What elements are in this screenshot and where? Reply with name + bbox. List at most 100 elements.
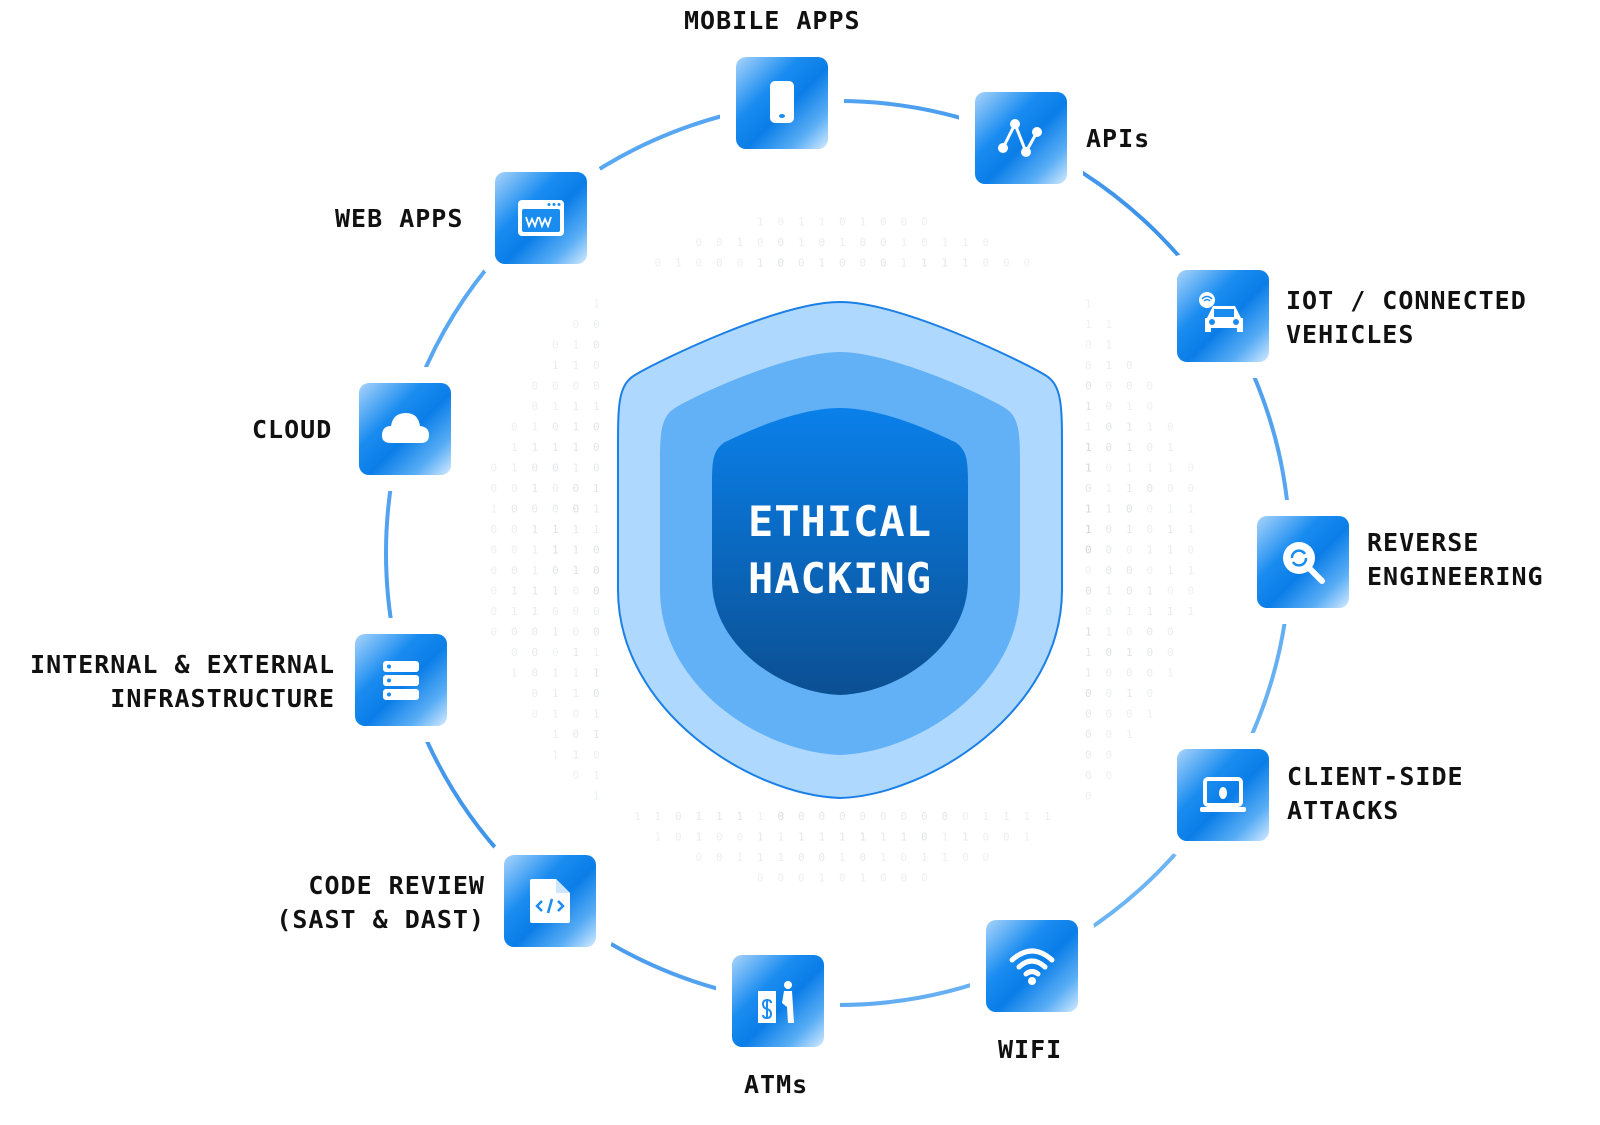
binary-digit: 0 (1147, 441, 1154, 454)
binary-digit: 0 (593, 585, 600, 598)
binary-digit: 1 (1085, 503, 1092, 516)
binary-digit: 0 (573, 482, 580, 495)
binary-digit: 0 (1085, 728, 1092, 741)
binary-digit: 1 (593, 667, 600, 680)
binary-digit: 0 (819, 851, 826, 864)
binary-digit: 1 (552, 728, 559, 741)
binary-digit: 1 (1085, 667, 1092, 680)
binary-digit: 0 (593, 380, 600, 393)
binary-digit: 1 (573, 523, 580, 536)
binary-digit: 0 (1085, 339, 1092, 352)
node-atms[interactable] (732, 955, 824, 1047)
node-apis[interactable] (975, 92, 1067, 184)
binary-digit: 0 (511, 482, 518, 495)
binary-digit: 0 (1085, 749, 1092, 762)
server-icon (383, 661, 419, 700)
binary-digit: 0 (880, 257, 887, 270)
node-cloud[interactable] (359, 383, 451, 475)
binary-digit: 0 (1147, 626, 1154, 639)
label-line: IOT / CONNECTED (1286, 286, 1527, 315)
binary-digit: 0 (1085, 769, 1092, 782)
binary-digit: 1 (757, 216, 764, 229)
binary-digit: 1 (942, 851, 949, 864)
node-web-apps[interactable] (495, 172, 587, 264)
binary-digit: 0 (921, 236, 928, 249)
binary-digit: 1 (1085, 298, 1092, 311)
binary-digit: 1 (1167, 462, 1174, 475)
binary-digit: 1 (675, 257, 682, 270)
label-line: (SAST & DAST) (276, 905, 485, 934)
mobile-phone-icon (770, 81, 794, 123)
binary-digit: 1 (962, 831, 969, 844)
node-client-side-attacks[interactable] (1177, 749, 1269, 841)
binary-digit: 0 (798, 810, 805, 823)
binary-digit: 1 (511, 667, 518, 680)
binary-digit: 0 (1106, 646, 1113, 659)
binary-digit: 0 (839, 216, 846, 229)
node-iot-vehicles[interactable] (1177, 270, 1269, 362)
binary-digit: 0 (1085, 790, 1092, 803)
binary-digit: 1 (880, 831, 887, 844)
binary-digit: 1 (552, 544, 559, 557)
binary-digit: 0 (532, 687, 539, 700)
binary-digit: 1 (1106, 318, 1113, 331)
binary-digit: 0 (757, 236, 764, 249)
binary-digit: 0 (1106, 708, 1113, 721)
binary-digit: 0 (532, 400, 539, 413)
binary-digit: 1 (819, 831, 826, 844)
center-title-line1: ETHICAL (747, 497, 932, 546)
binary-digit: 0 (532, 646, 539, 659)
binary-digit: 0 (778, 236, 785, 249)
binary-digit: 1 (593, 769, 600, 782)
binary-digit: 0 (921, 810, 928, 823)
binary-digit: 0 (491, 605, 498, 618)
label-line: INTERNAL & EXTERNAL (30, 650, 335, 679)
binary-digit: 1 (757, 851, 764, 864)
binary-digit: 0 (552, 564, 559, 577)
binary-digit: 0 (983, 236, 990, 249)
binary-digit: 1 (1106, 585, 1113, 598)
label-mobile-apps: MOBILE APPS (684, 6, 861, 35)
api-nodes-icon (998, 119, 1042, 157)
binary-digit: 1 (573, 564, 580, 577)
binary-digit: 0 (839, 810, 846, 823)
binary-digit: 0 (860, 810, 867, 823)
binary-digit: 1 (778, 851, 785, 864)
node-code-review[interactable] (504, 855, 596, 947)
binary-digit: 1 (696, 831, 703, 844)
binary-digit: 1 (532, 544, 539, 557)
binary-digit: 1 (819, 872, 826, 885)
binary-digit: 0 (532, 503, 539, 516)
binary-digit: 1 (1106, 359, 1113, 372)
binary-digit: 0 (880, 236, 887, 249)
binary-digit: 0 (532, 708, 539, 721)
node-mobile-apps[interactable] (736, 57, 828, 149)
binary-digit: 0 (511, 503, 518, 516)
binary-digit: 1 (573, 441, 580, 454)
binary-digit: 1 (962, 257, 969, 270)
binary-digit: 1 (532, 441, 539, 454)
binary-digit: 0 (511, 421, 518, 434)
binary-digit: 1 (593, 298, 600, 311)
binary-digit: 1 (573, 687, 580, 700)
label-line: CODE REVIEW (308, 871, 485, 900)
binary-digit: 1 (552, 708, 559, 721)
binary-digit: 1 (860, 216, 867, 229)
binary-digit: 0 (573, 380, 580, 393)
binary-digit: 1 (593, 646, 600, 659)
binary-digit: 0 (901, 810, 908, 823)
binary-digit: 0 (593, 564, 600, 577)
binary-digit: 1 (1085, 421, 1092, 434)
binary-digit: 0 (983, 851, 990, 864)
binary-digit: 0 (1024, 257, 1031, 270)
node-infrastructure[interactable] (355, 634, 447, 726)
binary-digit: 0 (1106, 605, 1113, 618)
node-wifi[interactable] (986, 920, 1078, 1012)
binary-digit: 1 (1085, 462, 1092, 475)
binary-digit: 0 (921, 831, 928, 844)
node-reverse-engineering[interactable] (1257, 516, 1349, 608)
binary-digit: 0 (1167, 482, 1174, 495)
binary-digit: 0 (675, 831, 682, 844)
